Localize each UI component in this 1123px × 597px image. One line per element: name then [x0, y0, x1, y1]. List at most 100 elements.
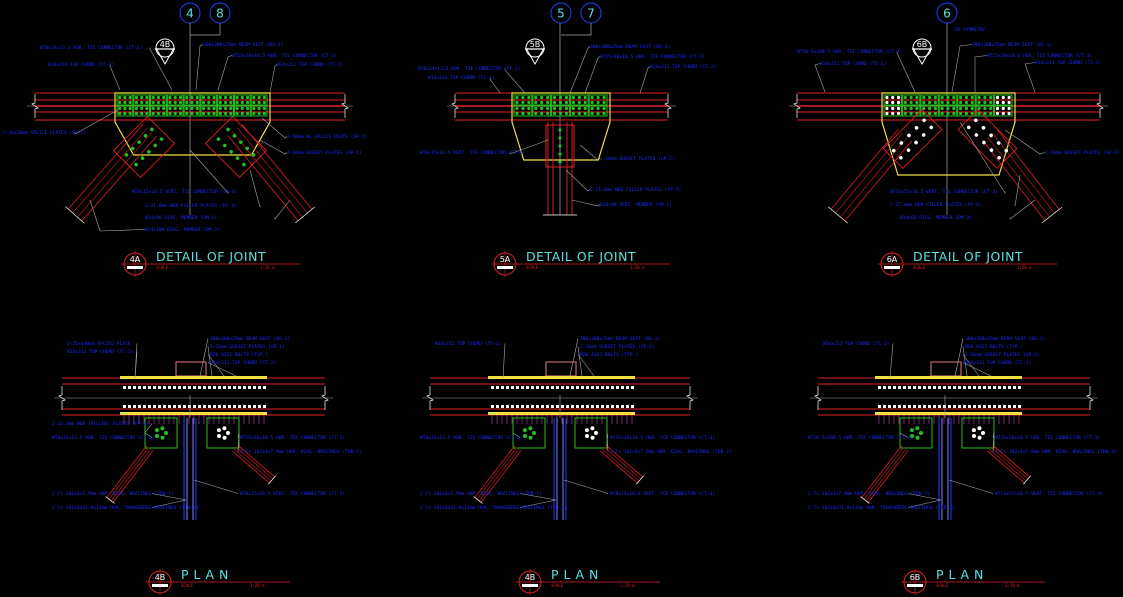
bolt: [590, 426, 595, 431]
bolt: [909, 100, 913, 105]
annotation-label: 2-16mm GUSSET PLATES (GP-2): [600, 156, 675, 162]
bolt-plate: [994, 94, 1013, 106]
leader-line: [207, 346, 213, 377]
scale-bar-icon: [152, 584, 168, 587]
diagonal-member-edge: [72, 127, 148, 214]
bolt: [546, 111, 550, 116]
bolt-head: [138, 405, 141, 408]
diagonal-member-edge: [830, 128, 899, 210]
bolt-head: [983, 386, 986, 389]
splice-plate-top: [875, 376, 1022, 379]
bolt: [602, 111, 606, 116]
leader-line: [504, 68, 526, 94]
bolt-plate: [150, 94, 167, 106]
bolt-head: [153, 405, 156, 408]
bolt-head: [993, 405, 996, 408]
bolt-head: [208, 386, 211, 389]
bolt: [981, 126, 986, 130]
bolt-plate: [513, 94, 533, 106]
bolt: [552, 111, 557, 116]
bolt-head: [566, 405, 569, 408]
annotation-label: W14x211 TOP CHORD (TC-2): [823, 341, 889, 347]
bolt-plate: [217, 94, 234, 106]
bolt-head: [213, 386, 216, 389]
bolt-head: [1008, 386, 1011, 389]
bolt: [521, 95, 525, 100]
bolt-head: [536, 386, 539, 389]
leader-line: [962, 354, 980, 377]
bolt: [596, 100, 600, 105]
section-marker-pointer: [155, 47, 175, 66]
scale-label: SCALE: [156, 265, 169, 270]
leader-line: [259, 139, 288, 155]
bolt: [185, 111, 189, 116]
bolt: [896, 100, 901, 105]
gridline-bubble: [550, 2, 572, 24]
bolt: [907, 133, 911, 138]
diagonal-member-edge: [476, 446, 518, 500]
view-title: DETAIL OF JOINT: [156, 249, 266, 264]
bolt: [118, 111, 122, 116]
bolt: [577, 106, 581, 111]
bolt-head: [168, 386, 171, 389]
bolt-head: [923, 386, 926, 389]
annotation-label: 2-16mm GUSSET PLATES (GP-3): [965, 352, 1040, 358]
bolt: [995, 100, 1000, 105]
bolt: [896, 106, 901, 111]
bolt-head: [228, 405, 231, 408]
bolt-head: [178, 386, 181, 389]
bolt-head: [556, 386, 559, 389]
bolt-plate: [116, 94, 134, 106]
diagonal-member-edge: [844, 140, 913, 222]
bolt: [222, 435, 227, 440]
bolt: [162, 111, 166, 116]
bolt: [218, 111, 222, 116]
diagonal-member-edge: [987, 450, 1025, 484]
bolt-plate: [920, 94, 939, 106]
bolt: [134, 100, 139, 105]
bolt-head: [223, 386, 226, 389]
plan-view-0: 300x300x25mm BEAM SEAT (BS-1)2-25x440mm …: [52, 336, 362, 595]
bolt: [946, 106, 950, 111]
leader-line: [519, 493, 557, 501]
bolt: [252, 106, 256, 111]
bolt: [983, 100, 987, 105]
bolt: [134, 111, 139, 116]
bolt: [989, 133, 993, 138]
annotation-label: W14x211 TOP CHORD (TC-2): [820, 61, 886, 67]
bolt-head: [541, 405, 544, 408]
bolt-head: [203, 386, 206, 389]
bolt-head: [878, 386, 881, 389]
bolt-head: [233, 386, 236, 389]
leader-line: [974, 55, 988, 92]
diagonal-member-edge: [865, 448, 907, 502]
annotation-label: 2-21.8mm WEB FILLER PLATES (FP-1): [145, 203, 236, 209]
bolt-head: [616, 405, 619, 408]
bolt-head: [253, 386, 256, 389]
scale-value: 1:20 m: [630, 265, 645, 270]
break-line: [1086, 386, 1094, 410]
bolt: [946, 95, 950, 100]
view-tag: 4A: [130, 255, 141, 264]
bolt: [232, 133, 237, 138]
bolt-head: [148, 386, 151, 389]
bolt: [162, 106, 166, 111]
bolt-head: [878, 405, 881, 408]
bolt: [128, 100, 132, 105]
bolt: [240, 111, 244, 116]
bolt-head: [123, 386, 126, 389]
bolt-plate: [513, 105, 533, 117]
bolt-head: [988, 405, 991, 408]
bolt: [577, 111, 581, 116]
bolt-plate: [957, 94, 976, 106]
bolt: [527, 106, 531, 111]
bolt: [891, 100, 895, 105]
annotation-label: WT8x15x16.5 VERT. TIE CONNECTOR (CT-4): [240, 491, 345, 497]
bolt: [235, 95, 239, 100]
annotation-label: WT15x38x10.5 HOR. TIE CONNECTOR (CT-3): [600, 54, 705, 60]
bolt: [891, 106, 895, 111]
bolt: [906, 148, 911, 152]
bolt: [162, 95, 166, 100]
bolt-head: [596, 386, 599, 389]
